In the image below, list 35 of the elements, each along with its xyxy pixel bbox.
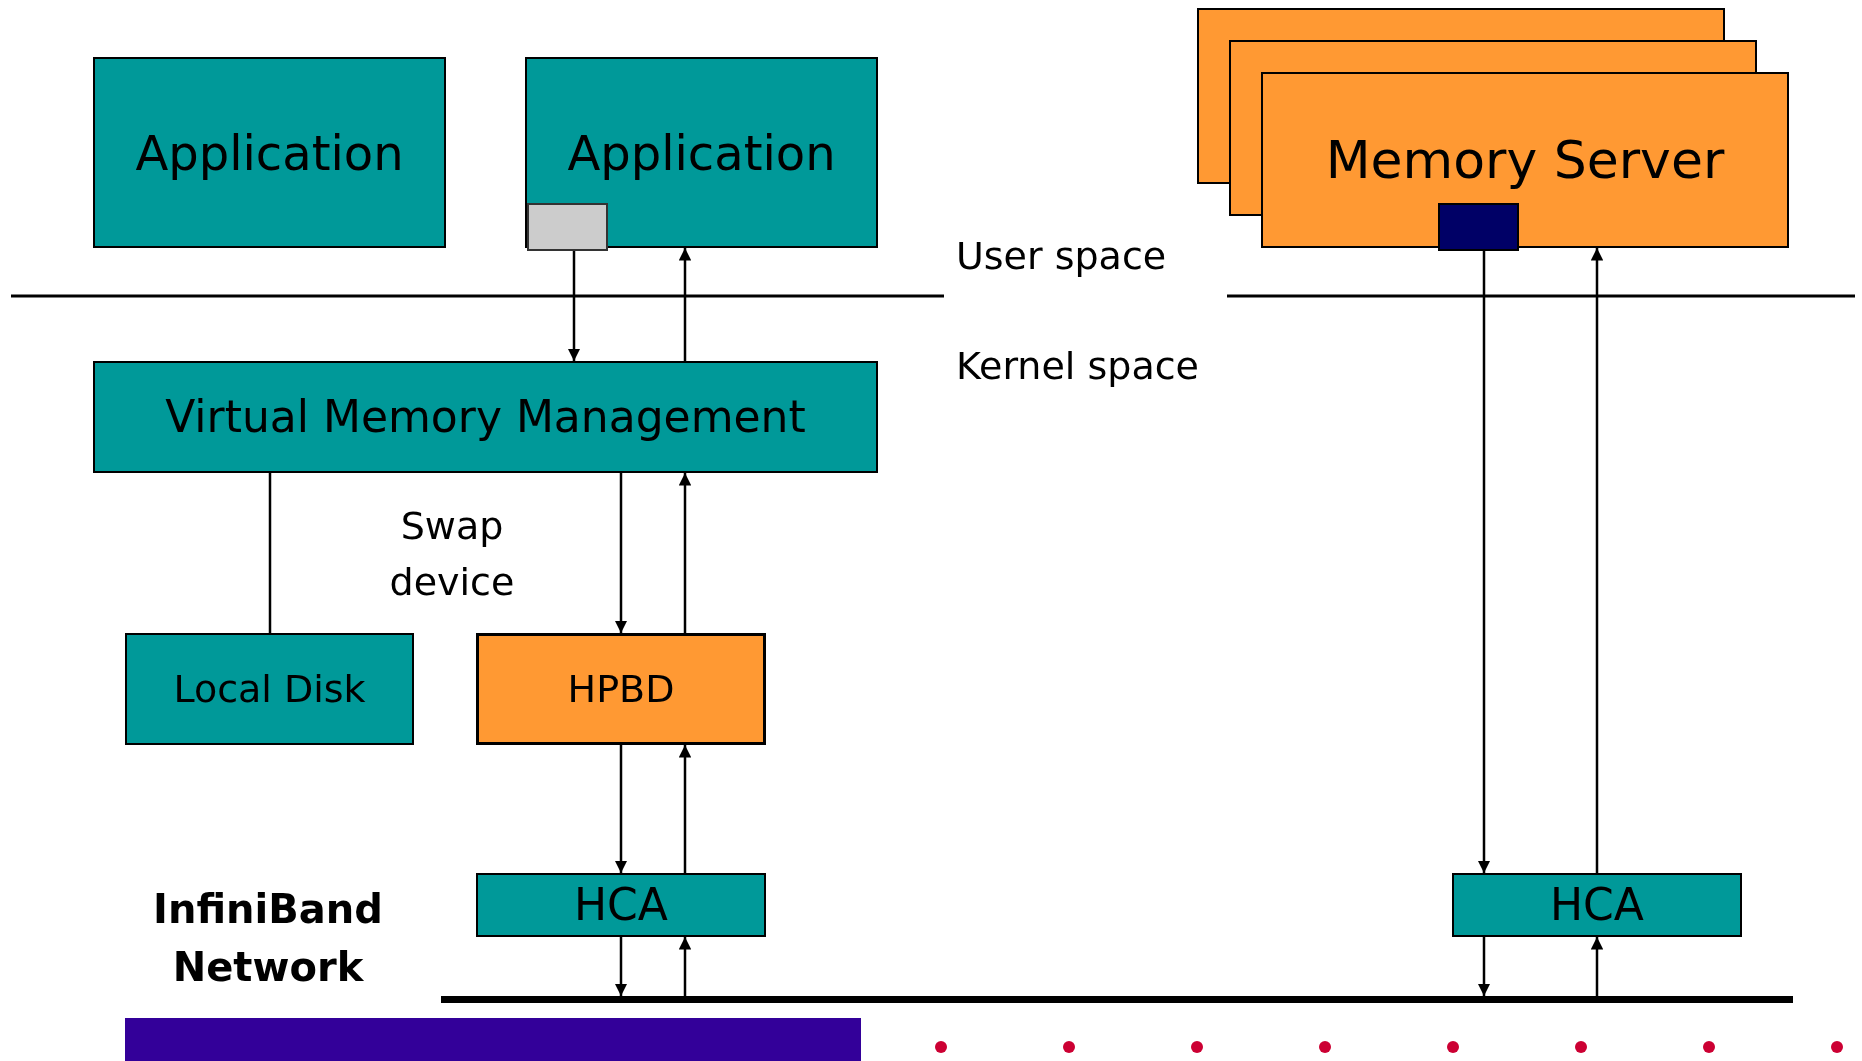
hca-box [476, 873, 766, 937]
vmm-box [93, 361, 878, 473]
node-label: Memory Server [1325, 129, 1725, 192]
node-label: Local Disk [173, 665, 366, 713]
node-label: HCA [1550, 878, 1644, 932]
arrow [678, 473, 692, 633]
arrow [678, 937, 692, 996]
hca-box [1452, 873, 1742, 937]
text-label: User space [956, 233, 1167, 280]
arrow [614, 473, 628, 633]
text-label: InfiniBand Network [152, 885, 384, 992]
hpbd-box [476, 633, 766, 745]
text-label: Swap device [388, 503, 516, 606]
application-box [525, 57, 878, 248]
block-box [1438, 203, 1519, 251]
node-label: Virtual Memory Management [165, 390, 806, 444]
arrow [614, 937, 628, 996]
node-label: HCA [574, 878, 668, 932]
arrow [567, 249, 581, 361]
arrow [1590, 937, 1604, 996]
network-bus-bar [441, 996, 1793, 1003]
application-box [93, 57, 446, 248]
text-label: Kernel space [956, 343, 1199, 390]
node-label: Application [135, 123, 404, 183]
block-box [527, 203, 608, 251]
memory-server-box [1261, 72, 1789, 248]
connector-line [268, 473, 272, 633]
arrow [1477, 249, 1491, 873]
arrow [1590, 248, 1604, 873]
node-label: Application [567, 123, 836, 183]
arrow [1477, 937, 1491, 996]
node-label: HPBD [567, 665, 675, 713]
arrow [678, 248, 692, 361]
arrow [678, 745, 692, 873]
arrow [614, 745, 628, 873]
